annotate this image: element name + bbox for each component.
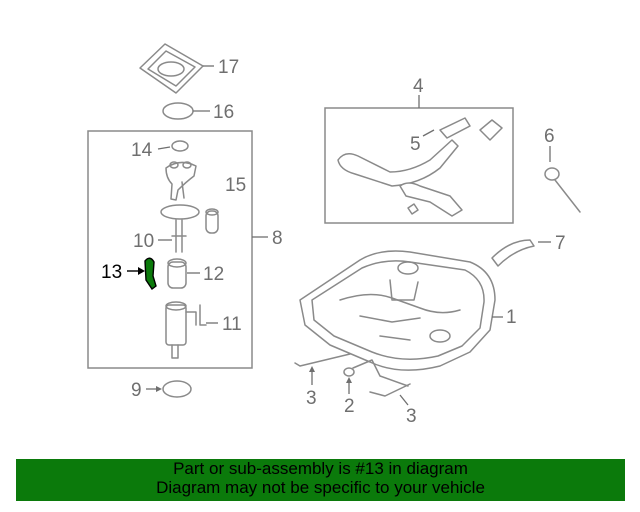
- callout-10: 10: [133, 231, 154, 252]
- callout-4: 4: [413, 76, 424, 97]
- part-11-pump: [165, 301, 207, 359]
- part-6-sender: [544, 167, 581, 213]
- callout-7: 7: [555, 233, 566, 254]
- part-10-plate: [160, 204, 200, 253]
- part-2-bolt: [343, 367, 355, 377]
- callout-6: 6: [544, 126, 555, 147]
- callout-17: 17: [218, 57, 239, 78]
- part-17-cover: [139, 43, 204, 94]
- callout-13: 13: [101, 262, 122, 283]
- callout-11: 11: [222, 314, 242, 335]
- part-13-highlighted[interactable]: [144, 257, 157, 291]
- part-1-fuel-tank: [299, 250, 496, 371]
- assembly-8-box: [87, 130, 253, 369]
- part-15-filter: [205, 208, 219, 234]
- callout-16: 16: [213, 102, 234, 123]
- part-12-cylinder: [167, 258, 187, 289]
- callout-1: 1: [506, 307, 517, 328]
- part-14: [171, 140, 189, 152]
- filler-pipe: [337, 117, 503, 217]
- callout-3b: 3: [406, 406, 417, 427]
- callout-12: 12: [203, 264, 224, 285]
- pump-flange: [165, 161, 197, 201]
- callout-8: 8: [272, 228, 283, 249]
- part-9-oring: [162, 380, 192, 398]
- callout-5: 5: [410, 134, 421, 155]
- parts-diagram: 17 16 8 14 15 10 12 13: [87, 43, 581, 427]
- callout-2: 2: [344, 396, 355, 417]
- part-7-hose: [491, 239, 535, 267]
- callout-3a: 3: [306, 388, 317, 409]
- banner-line-2: Diagram may not be specific to your vehi…: [156, 478, 485, 497]
- info-banner: Part or sub-assembly is #13 in diagram D…: [16, 459, 625, 501]
- callout-15: 15: [225, 175, 246, 196]
- callout-14: 14: [131, 140, 153, 161]
- part-3-straps: [294, 353, 411, 397]
- part-16-oring: [162, 102, 194, 120]
- banner-line-1: Part or sub-assembly is #13 in diagram: [173, 459, 468, 478]
- callout-9: 9: [131, 380, 142, 401]
